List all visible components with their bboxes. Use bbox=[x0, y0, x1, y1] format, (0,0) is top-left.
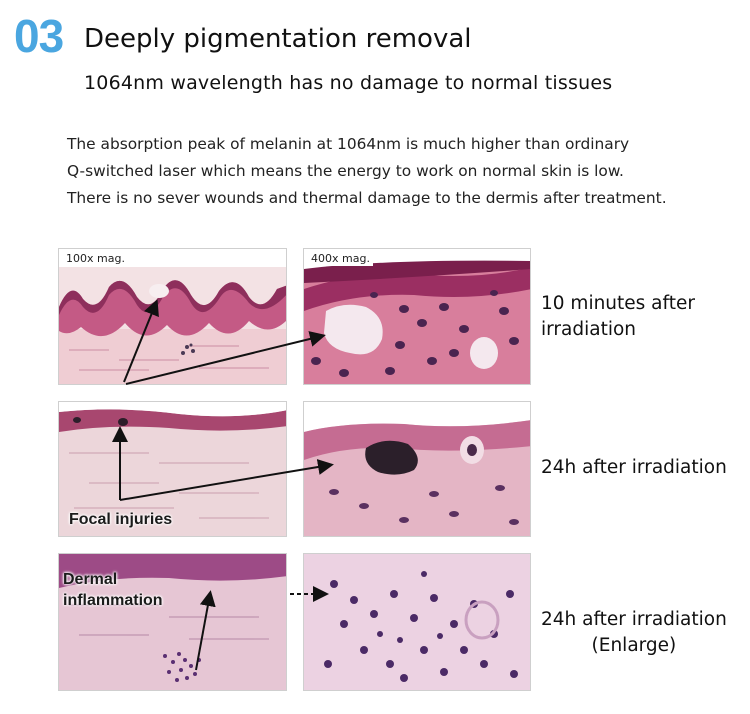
intro-line: Q-switched laser which means the energy … bbox=[67, 162, 624, 180]
caption-24h-enlarge: 24h after irradiation (Enlarge) bbox=[541, 607, 727, 659]
histology-image-focal-injuries: Focal injuries bbox=[58, 401, 287, 537]
intro-line: The absorption peak of melanin at 1064nm… bbox=[67, 135, 630, 153]
caption-line: irradiation bbox=[541, 319, 637, 340]
section-number: 03 bbox=[14, 10, 64, 62]
magnification-label: 400x mag. bbox=[308, 251, 373, 266]
histology-image-dermal-inflammation: Dermal inflammation bbox=[58, 553, 287, 691]
page-subtitle: 1064nm wavelength has no damage to norma… bbox=[84, 72, 613, 94]
histology-image-400x-10min: 400x mag. bbox=[303, 248, 531, 385]
magnification-label: 100x mag. bbox=[63, 251, 128, 266]
intro-paragraph: The absorption peak of melanin at 1064nm… bbox=[67, 131, 737, 212]
dermal-label: Dermal bbox=[63, 571, 118, 588]
focal-injuries-label: Focal injuries bbox=[69, 511, 173, 528]
caption-line: 10 minutes after bbox=[541, 293, 695, 314]
intro-line: There is no sever wounds and thermal dam… bbox=[67, 189, 667, 207]
histology-image-100x-10min: 100x mag. bbox=[58, 248, 287, 385]
caption-10-minutes: 10 minutes after irradiation bbox=[541, 291, 695, 343]
histology-image-24h-400x bbox=[303, 401, 531, 537]
inflammation-label: inflammation bbox=[63, 592, 163, 609]
caption-line: 24h after irradiation bbox=[541, 609, 727, 630]
caption-24h: 24h after irradiation bbox=[541, 457, 727, 478]
page-title: Deeply pigmentation removal bbox=[84, 24, 472, 54]
histology-image-24h-enlarge bbox=[303, 553, 531, 691]
caption-line: (Enlarge) bbox=[591, 635, 677, 656]
